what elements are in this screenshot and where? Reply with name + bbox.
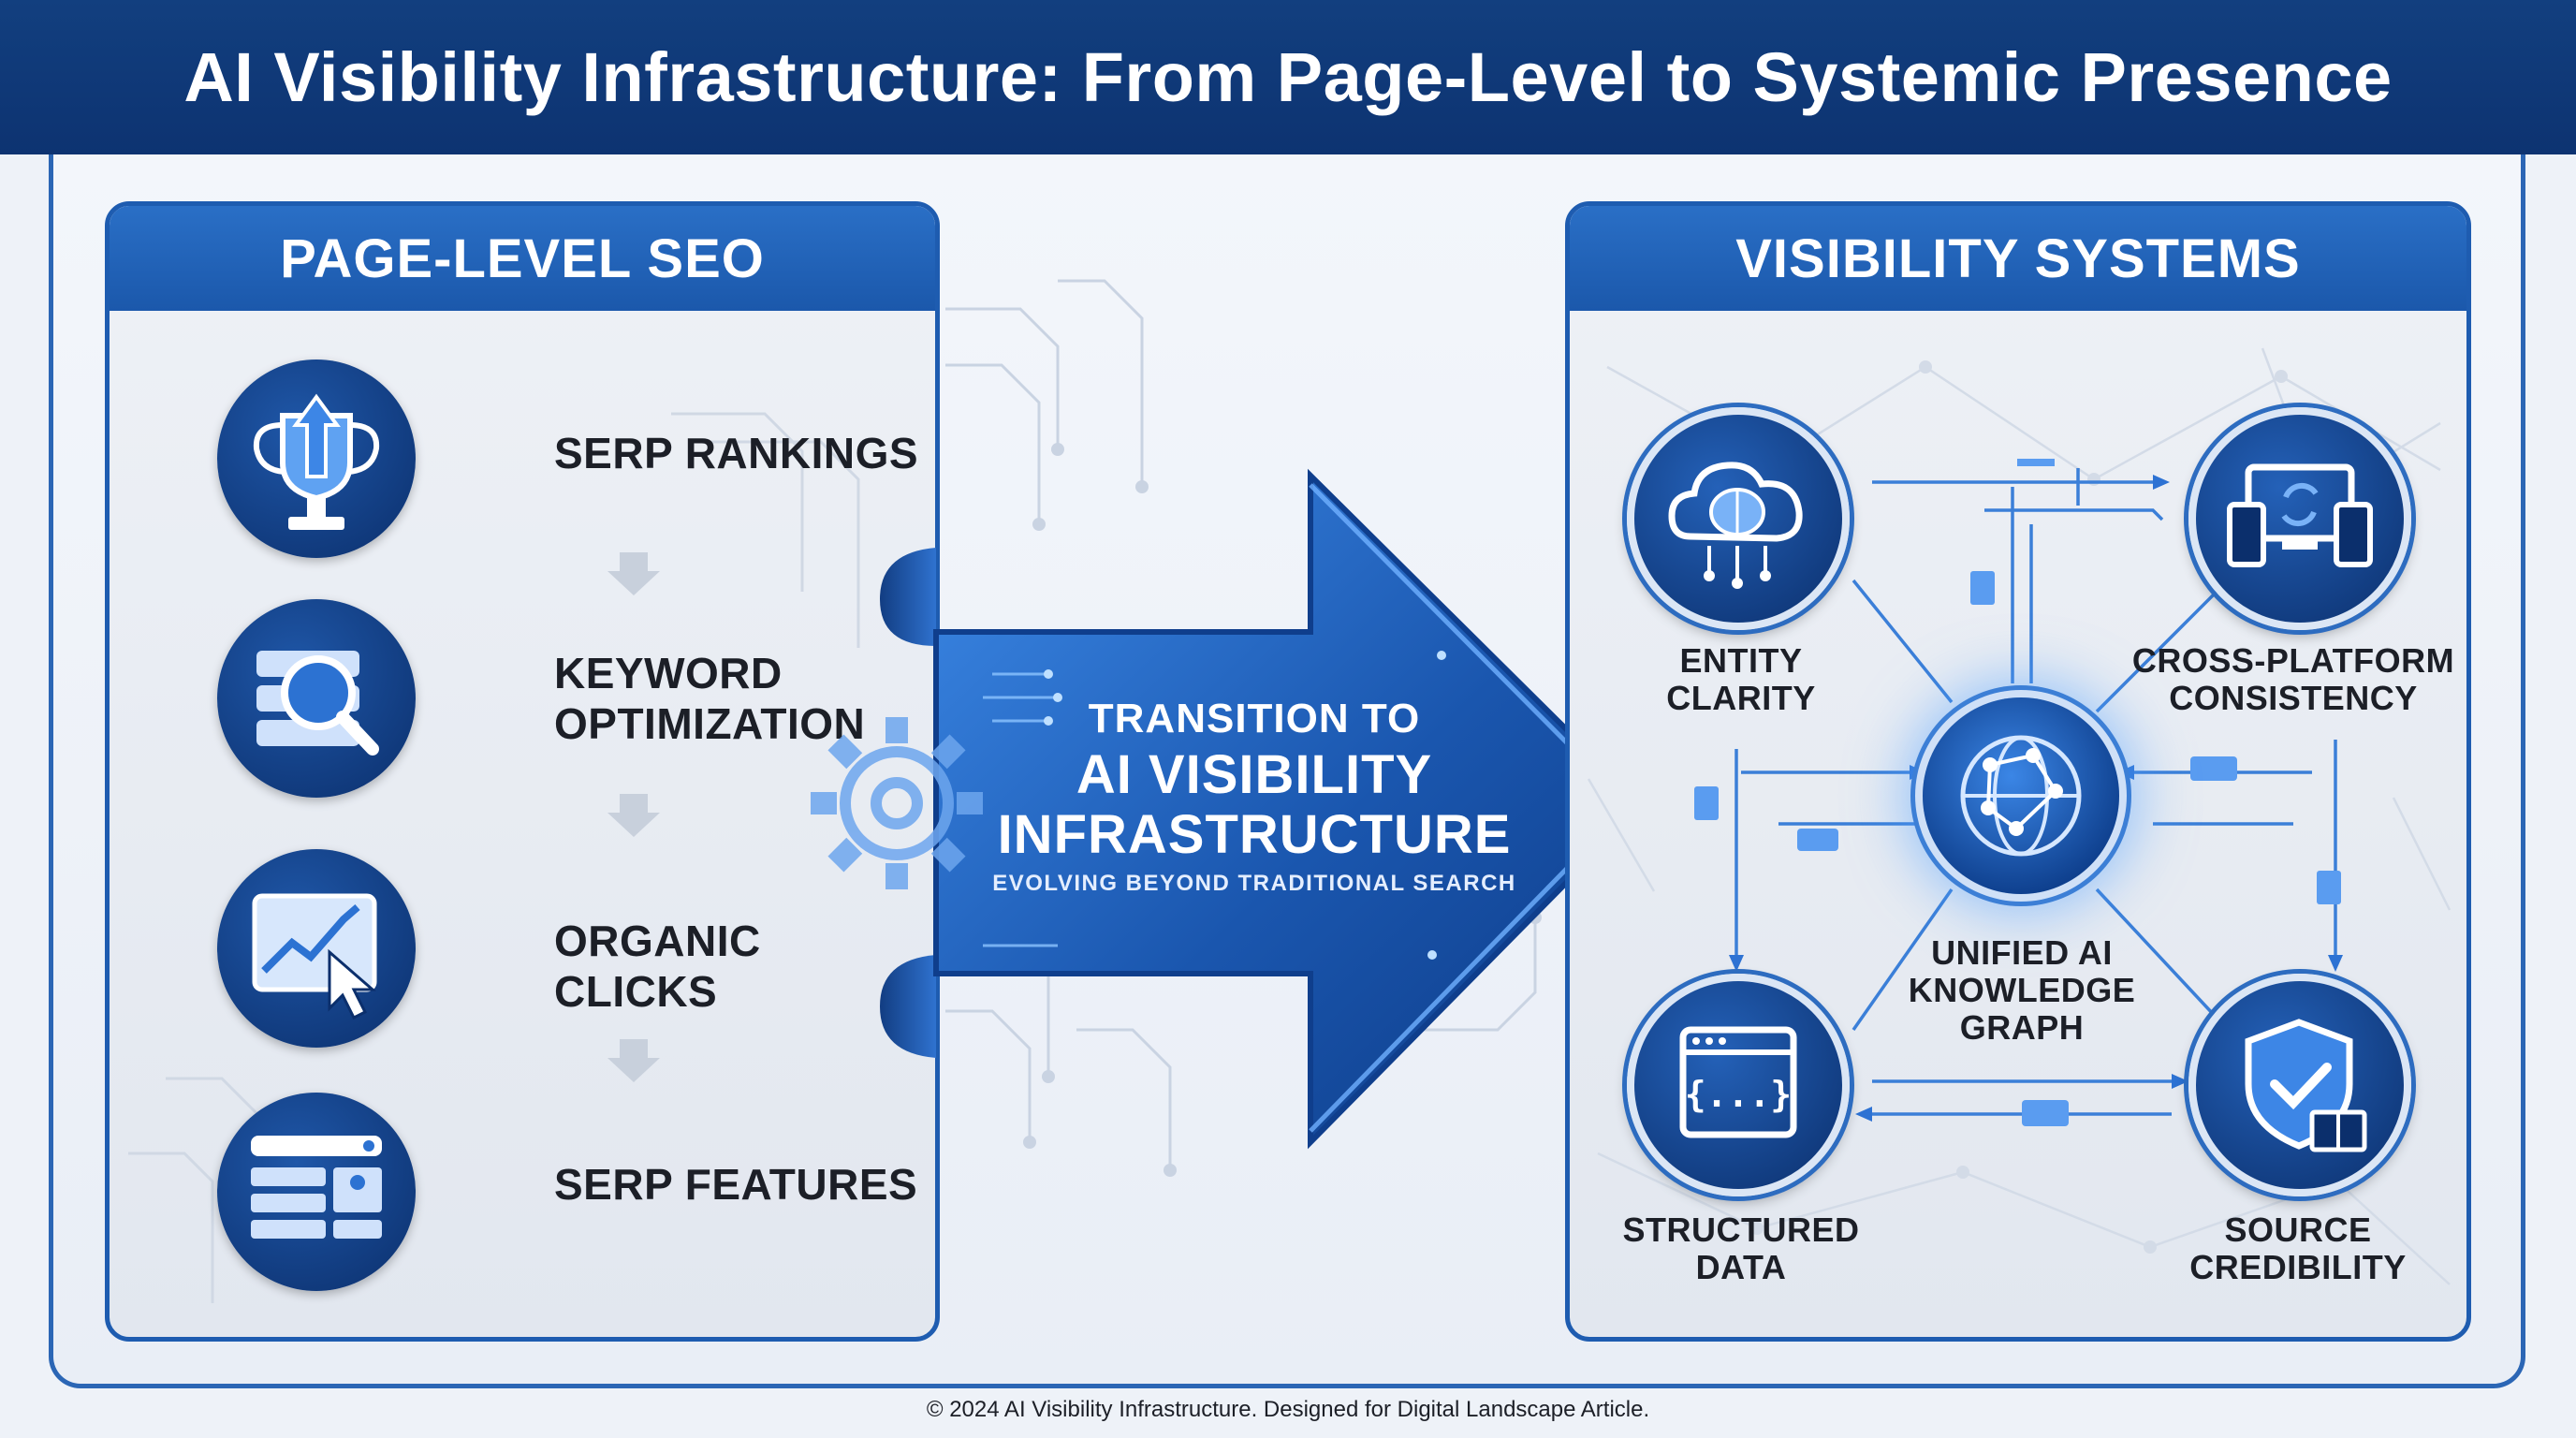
title-banner: AI Visibility Infrastructure: From Page-… — [0, 0, 2576, 154]
entity-clarity-node — [1627, 407, 1850, 630]
down-arrow-icon — [607, 794, 660, 837]
keyword-optimization-badge — [217, 599, 416, 798]
organic-clicks-label: ORGANIC CLICKS — [554, 917, 761, 1016]
code-window-icon: {...} — [1679, 1026, 1797, 1138]
shield-book-icon — [2245, 1019, 2367, 1152]
transition-text: TRANSITION TO AI VISIBILITY INFRASTRUCTU… — [973, 693, 1535, 902]
transition-line2: AI VISIBILITY — [1076, 744, 1433, 805]
transition-line3: INFRASTRUCTURE — [997, 804, 1512, 865]
down-arrow-icon — [607, 1039, 660, 1082]
serp-features-badge — [217, 1093, 416, 1291]
down-arrow-icon — [607, 552, 660, 595]
panel-title-visibility-systems: VISIBILITY SYSTEMS — [1570, 206, 2466, 311]
page-level-seo-panel: PAGE-LEVEL SEO SERP RANKINGS — [105, 201, 940, 1342]
trophy-icon — [253, 393, 380, 530]
organic-clicks-badge — [217, 849, 416, 1048]
page-title: AI Visibility Infrastructure: From Page-… — [183, 38, 2393, 116]
keyword-search-icon — [256, 651, 379, 756]
devices-sync-icon — [2227, 463, 2373, 567]
transition-line1: TRANSITION TO — [1088, 696, 1421, 741]
serp-features-label: SERP FEATURES — [554, 1160, 918, 1209]
cross-platform-consistency-node — [2188, 407, 2411, 630]
serp-rankings-badge — [217, 360, 416, 558]
serp-rankings-label: SERP RANKINGS — [554, 429, 919, 477]
source-credibility-node — [2188, 974, 2411, 1196]
cloud-brain-icon — [1668, 462, 1803, 589]
svg-text:{...}: {...} — [1685, 1074, 1792, 1115]
knowledge-graph-hub — [1923, 697, 2119, 894]
search-results-icon — [251, 1136, 382, 1239]
chart-cursor-icon — [252, 893, 377, 1020]
transition-subtitle: EVOLVING BEYOND TRADITIONAL SEARCH — [992, 871, 1516, 896]
footer-copyright: © 2024 AI Visibility Infrastructure. Des… — [926, 1397, 1650, 1422]
structured-data-node: {...} — [1627, 974, 1850, 1196]
globe-network-icon — [1960, 735, 2082, 857]
panel-title-page-level-seo: PAGE-LEVEL SEO — [110, 206, 935, 311]
